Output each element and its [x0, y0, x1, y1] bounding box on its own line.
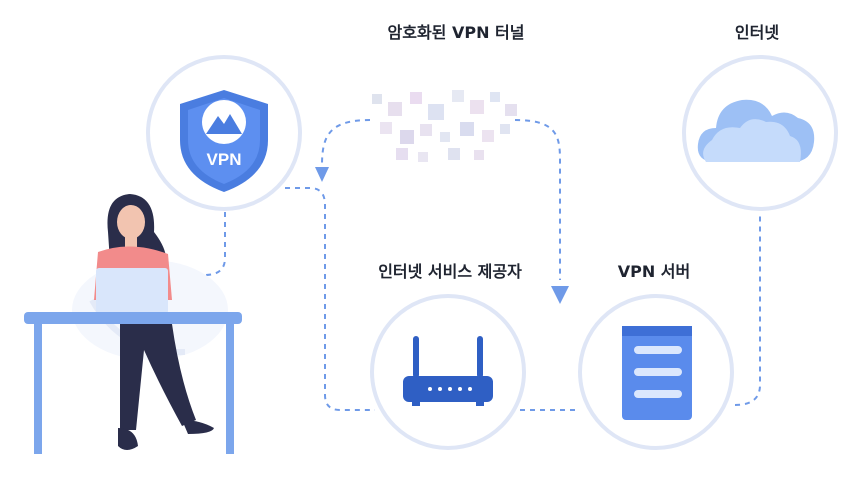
tunnel-return-line — [321, 119, 371, 166]
shield-text: VPN — [207, 150, 242, 169]
isp-ring — [370, 294, 526, 450]
isp-label: 인터넷 서비스 제공자 — [378, 262, 522, 281]
shield-icon: VPN — [180, 90, 268, 192]
arrow-down-right — [551, 286, 569, 304]
shield-to-laptop-line — [170, 212, 226, 276]
arrow-down-left — [315, 167, 329, 182]
tunnel-forward-line — [514, 119, 561, 280]
internet-label: 인터넷 — [734, 23, 780, 42]
vpn-server-label: VPN 서버 — [617, 262, 691, 281]
server-icon — [622, 326, 692, 420]
encrypted-data-pixels — [372, 90, 517, 162]
router-icon — [403, 336, 493, 406]
connector-lines — [170, 119, 761, 411]
tunnel-label: 암호화된 VPN 터널 — [387, 23, 525, 42]
cloud-icon — [697, 99, 815, 162]
mountain-icon — [202, 100, 246, 144]
server-to-internet-line — [734, 212, 761, 406]
shield-to-isp-line — [285, 187, 375, 411]
laptop-icon — [90, 268, 174, 319]
person-icon — [24, 194, 242, 454]
